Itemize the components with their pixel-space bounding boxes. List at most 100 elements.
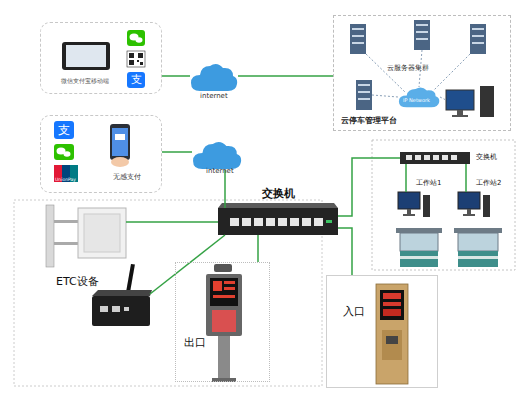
- led-line: [224, 287, 235, 290]
- led-line: [383, 302, 401, 306]
- monitor-base: [452, 115, 468, 117]
- network-link: [238, 75, 333, 77]
- hand: [111, 157, 129, 167]
- switch-led: [326, 220, 332, 223]
- etc-bracket: [54, 220, 78, 223]
- phone-body: [62, 42, 110, 70]
- qr-code-block: [137, 60, 139, 62]
- cloud-shape: [398, 86, 440, 108]
- cloud-outline: [193, 142, 241, 169]
- phone-screen: [112, 128, 128, 156]
- switch-port: [415, 155, 421, 160]
- etc-pole: [46, 205, 54, 267]
- network-link: [338, 158, 400, 216]
- monitor-stand: [467, 209, 471, 214]
- node-label: 云服务器集群: [387, 65, 429, 72]
- booth-stripe: [458, 256, 498, 259]
- monitor: [458, 192, 480, 209]
- workstation: 工作站2: [458, 192, 490, 218]
- entrance-area: 入口: [326, 275, 438, 388]
- booth-glass: [400, 233, 438, 251]
- server-stripe: [472, 35, 484, 37]
- etc-antenna-panel: [78, 208, 126, 258]
- alipay-icon: [127, 72, 145, 88]
- node-label: 交换机: [476, 154, 497, 161]
- node-label: 工作站1: [416, 180, 441, 187]
- icon-text: 支: [131, 74, 142, 85]
- payment-app-panel: 微信支付宝移动端: [40, 22, 162, 94]
- server-link: [440, 97, 446, 100]
- wechat-icon: [54, 144, 74, 160]
- camera: [214, 264, 232, 272]
- monitor-base: [463, 214, 475, 216]
- cloud-outline: [191, 64, 237, 91]
- node-label: 无感支付: [113, 174, 141, 181]
- cloud-shape: [192, 140, 242, 170]
- server-rack: [414, 20, 430, 50]
- switch-port: [254, 218, 263, 226]
- alipay-icon: [54, 121, 74, 139]
- server-link: [372, 95, 398, 97]
- server-stripe: [416, 38, 428, 40]
- network-switch: 交换机: [400, 152, 470, 164]
- pc-tower: [483, 195, 490, 217]
- exit-post: [218, 336, 230, 378]
- led-display: [380, 290, 404, 320]
- controller-port: [124, 307, 129, 311]
- network-switch: 交换机: [218, 208, 338, 235]
- server-stripe: [416, 31, 428, 33]
- led-sign: [213, 281, 222, 291]
- booth-stripe: [400, 256, 438, 259]
- controller-port: [112, 306, 120, 312]
- entrance-terminal: [376, 284, 408, 384]
- exit-terminal: [206, 274, 242, 336]
- pc-tower: [423, 195, 430, 217]
- switch-port: [242, 218, 251, 226]
- server-stripe: [352, 42, 364, 44]
- network-link: [162, 75, 190, 77]
- led-line: [383, 309, 401, 316]
- qr-code-block: [129, 60, 134, 65]
- node-label: IP Network: [403, 98, 430, 103]
- network-link: [126, 221, 218, 223]
- network-link: [224, 170, 226, 208]
- switch-port: [266, 218, 275, 226]
- pc-tower: [480, 86, 494, 117]
- network-cable: [150, 235, 225, 294]
- server-rack: [356, 80, 372, 110]
- switch-port: [278, 218, 287, 226]
- switch-port: [314, 218, 323, 226]
- server-rack: [470, 24, 486, 54]
- exit-panel: [212, 310, 236, 332]
- booth-base: [400, 251, 438, 267]
- led-display: [210, 278, 238, 306]
- monitor-stand: [457, 110, 463, 115]
- controller-top-face: [92, 290, 152, 296]
- switch-port: [230, 218, 239, 226]
- etc-bracket: [54, 242, 78, 245]
- node-label: ETC设备: [56, 276, 99, 287]
- server-stripe: [416, 24, 428, 26]
- server-link: [434, 54, 470, 90]
- server-stripe: [358, 91, 370, 93]
- internet-cloud: internet: [192, 140, 242, 170]
- monitor-base: [403, 214, 415, 216]
- switch-body: [400, 152, 470, 164]
- node-label: internet: [206, 168, 234, 175]
- node-label: internet: [200, 93, 228, 100]
- exit-area: 出口: [175, 262, 270, 382]
- switch-port: [451, 155, 457, 160]
- controller-port: [100, 306, 108, 312]
- monitor: [398, 192, 420, 209]
- node-label: 出口: [184, 337, 206, 348]
- network-link: [465, 164, 467, 192]
- qr-code-block: [129, 53, 134, 58]
- switch-port: [433, 155, 439, 160]
- network-link: [338, 228, 352, 275]
- server-stripe: [358, 98, 370, 100]
- monitor: [446, 90, 474, 110]
- wechat-bubble: [136, 37, 143, 43]
- wechat-bubble: [64, 151, 71, 157]
- network-link: [257, 235, 259, 262]
